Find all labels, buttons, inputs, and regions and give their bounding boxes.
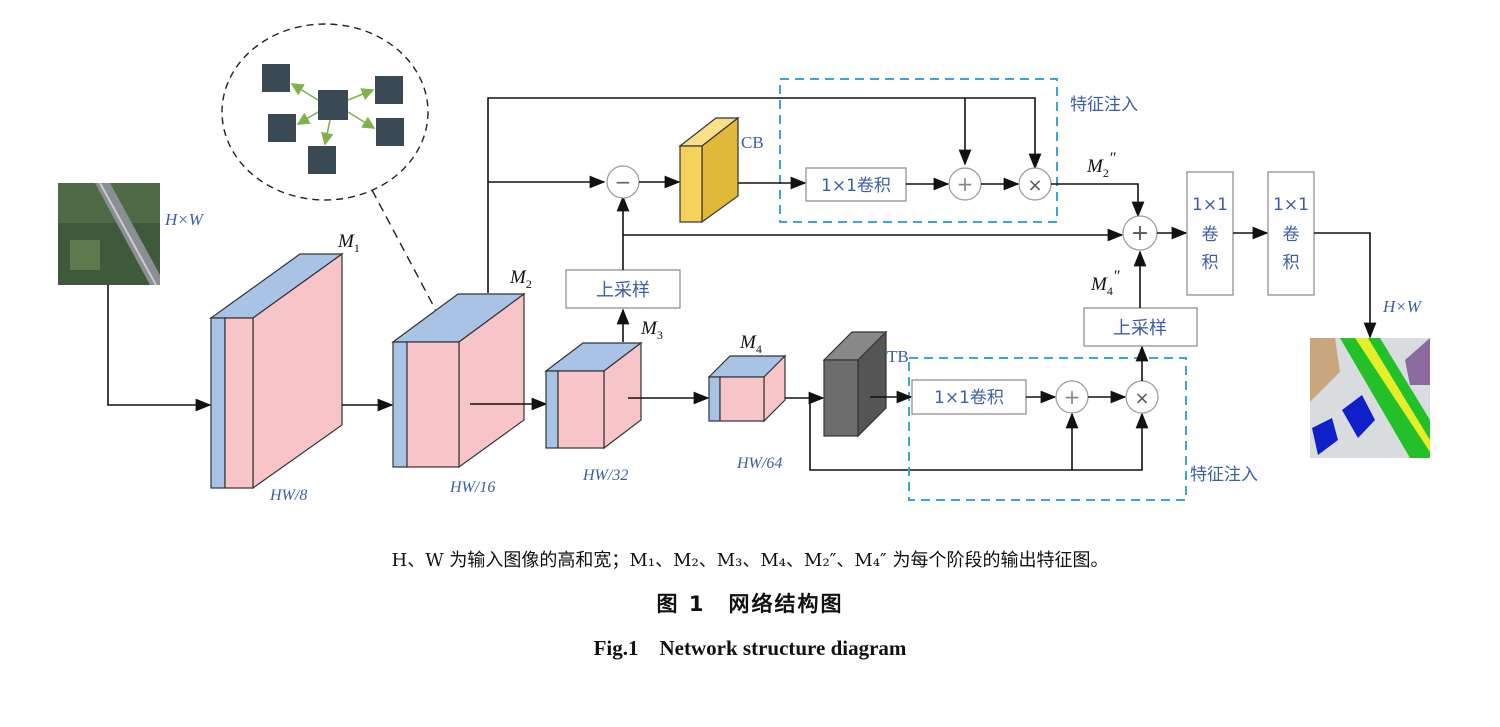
m1-label: M1 [337,231,360,255]
sum-symbol: + [1131,221,1149,246]
zoom-guide-line [371,189,443,323]
m2-label: M2 [509,267,532,291]
feature-injection-box-bottom [908,357,1187,501]
figure-title-chinese: 图 1 网络结构图 [656,592,844,616]
upsample-label-2: 上采样 [1113,318,1167,339]
plus-symbol-top: + [957,172,974,196]
m3-feature-cube [544,341,643,450]
m4-feature-cube [707,354,787,423]
caption-note: H、W 为输入图像的高和宽；M₁、M₂、M₃、M₄、M₂″、M₄″ 为每个阶段的… [391,550,1109,571]
cb-label: CB [741,133,764,152]
figure-title-english: Fig.1 Network structure diagram [593,636,907,660]
input-image [58,182,160,286]
conv-out2-line3: 积 [1283,253,1300,273]
conv-tb-label: 1×1卷积 [934,388,1004,408]
feature-injection-label-bottom: 特征注入 [1190,465,1258,485]
conv-out1-line3: 积 [1202,253,1219,273]
output-size-label: H×W [1382,297,1423,316]
m4-label: M4 [739,332,762,356]
conv-out1-line2: 卷 [1202,225,1219,245]
m2pp-label: M2″ [1086,150,1116,180]
feature-injection-box-top [779,78,1058,223]
tb-label: TB [887,347,909,366]
feature-injection-label-top: 特征注入 [1070,95,1138,115]
m3-label: M3 [640,318,663,342]
conv-box-out-1 [1186,171,1234,296]
conv-cb-label: 1×1卷积 [821,176,891,196]
minus-symbol: − [615,170,632,194]
output-segmentation-map [1310,338,1430,458]
m1-feature-cube [209,252,344,490]
m2-feature-cube [391,292,526,469]
input-arrow [107,285,212,412]
conv-box-cb [805,167,907,202]
times-symbol-top: × [1027,175,1042,196]
input-size-label: H×W [164,210,205,229]
m4pp-label: M4″ [1090,268,1120,298]
m2pp-to-sum-arrow [1051,183,1145,218]
m4-skip-to-times [785,397,1149,471]
plus-symbol-bottom: + [1064,385,1081,409]
conv2-to-output-arrow [1314,232,1377,339]
network-diagram: H×W M1 HW/8 M2 HW/16 [58,23,1430,504]
hw8-label: HW/8 [269,487,307,504]
patch-relation-ellipse [221,23,429,201]
m2-skip-line-top [487,97,1042,293]
cb-block [678,116,740,224]
conv-out1-line1: 1×1 [1192,195,1228,215]
hw16-label: HW/16 [449,479,495,496]
conv-box-out-2 [1267,171,1315,296]
conv-out2-line1: 1×1 [1273,195,1309,215]
tb-block [822,330,888,438]
hw32-label: HW/32 [582,467,628,484]
upsample-box-2 [1083,307,1198,347]
times-symbol-bottom: × [1134,388,1149,409]
conv-out2-line2: 卷 [1283,225,1300,245]
hw64-label: HW/64 [736,455,782,472]
upsample-label-1: 上采样 [596,280,650,301]
